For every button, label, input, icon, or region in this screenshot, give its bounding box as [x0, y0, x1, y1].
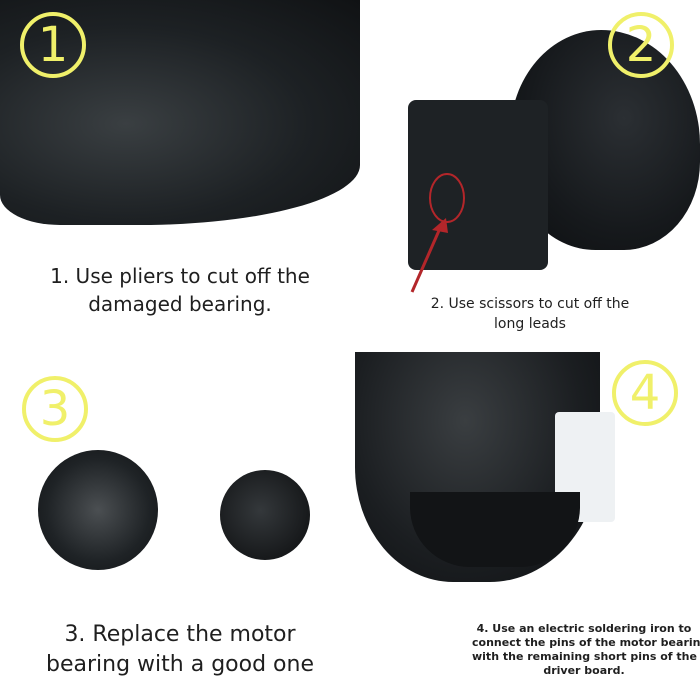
caption-line: bearing with a good one: [46, 652, 314, 677]
caption-line: 1. Use pliers to cut off the: [50, 264, 310, 288]
step-2-number-badge: 2: [608, 12, 674, 78]
step-4-number-badge: 4: [612, 360, 678, 426]
caption-line: connect the pins of the motor bearing: [472, 636, 700, 649]
step-2-photo-region: [408, 100, 548, 270]
step-1-caption: 1. Use pliers to cut off the damaged bea…: [10, 262, 350, 318]
caption-line: damaged bearing.: [88, 292, 272, 316]
step-4-caption: 4. Use an electric soldering iron to con…: [472, 622, 700, 678]
caption-line: 4. Use an electric soldering iron to: [476, 622, 692, 635]
caption-line: 3. Replace the motor: [64, 622, 296, 647]
step-4-photo-region: [410, 492, 580, 567]
step-3-photo-region: [38, 450, 158, 570]
step-3-photo-region: [220, 470, 310, 560]
step-1-number-badge: 1: [20, 12, 86, 78]
caption-line: long leads: [494, 316, 566, 332]
caption-line: 2. Use scissors to cut off the: [430, 296, 630, 312]
step-3-photo: [0, 350, 350, 590]
caption-line: driver board.: [543, 664, 625, 677]
step-3-caption: 3. Replace the motor bearing with a good…: [10, 620, 350, 680]
step-2-caption: 2. Use scissors to cut off the long lead…: [372, 294, 688, 334]
step-3-number-badge: 3: [22, 376, 88, 442]
caption-line: with the remaining short pins of the: [472, 650, 697, 663]
